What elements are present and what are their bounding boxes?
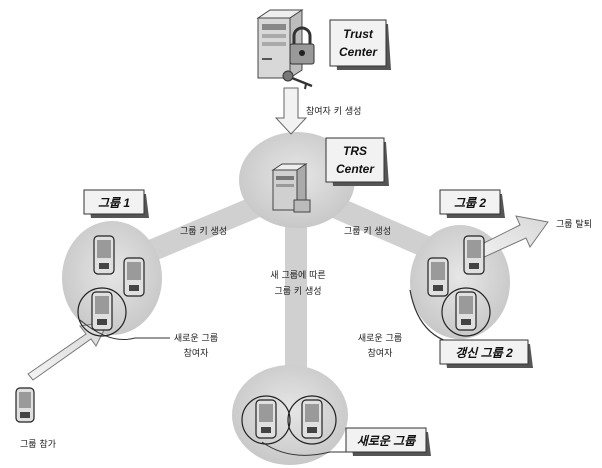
trust-center-line1: Trust — [343, 27, 374, 41]
trust-center-line2: Center — [339, 45, 378, 59]
new-join-right-line1: 새로운 그룹 — [358, 333, 402, 344]
trust-center-tag: Trust Center — [330, 20, 391, 70]
phone-icon — [92, 292, 112, 330]
group-join-label: 그룹 참가 — [20, 439, 56, 450]
phone-icon — [302, 400, 322, 438]
new-join-left-line2: 참여자 — [184, 347, 210, 359]
phone-icon — [428, 258, 448, 296]
phone-icon — [16, 388, 34, 422]
group-leave-label: 그룹 탈퇴 — [556, 219, 592, 230]
new-join-left-line1: 새로운 그룹 — [174, 333, 218, 344]
group-key-gen-right-label: 그룹 키 생성 — [344, 226, 391, 237]
group1-tag: 그룹 1 — [84, 190, 149, 218]
phone-icon — [464, 236, 484, 274]
new-group-label: 새로운 그룹 — [357, 434, 416, 448]
trs-center-tag: TRS Center — [326, 138, 389, 186]
renewed-group2-tag: 갱신 그룹 2 — [440, 340, 533, 368]
phone-icon — [94, 236, 114, 274]
trs-center-line2: Center — [336, 162, 375, 176]
new-group-key-line1: 새 그룹에 따른 — [270, 270, 325, 281]
key-icon — [283, 71, 312, 89]
new-group-key-line2: 그룹 키 생성 — [274, 286, 321, 297]
group2-tag: 그룹 2 — [440, 190, 505, 218]
phone-icon — [256, 400, 276, 438]
group2-label: 그룹 2 — [454, 196, 486, 210]
trs-center-line1: TRS — [343, 144, 367, 158]
renewed-group2-label: 갱신 그룹 2 — [455, 346, 513, 360]
down-arrow — [276, 88, 306, 134]
group-key-gen-left-label: 그룹 키 생성 — [180, 226, 227, 237]
group1-label: 그룹 1 — [98, 196, 130, 210]
phone-icon — [124, 258, 144, 296]
new-join-right-line2: 참여자 — [368, 347, 394, 359]
participant-key-gen-label: 참여자 키 생성 — [306, 105, 361, 117]
new-group-tag: 새로운 그룹 — [346, 428, 431, 456]
phone-icon — [456, 292, 476, 330]
trs-server-icon — [273, 164, 310, 212]
